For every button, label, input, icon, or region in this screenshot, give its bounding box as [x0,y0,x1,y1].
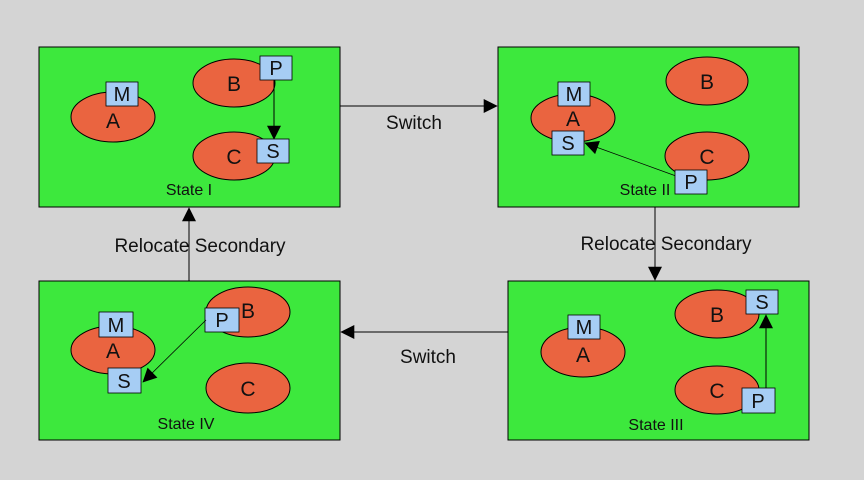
replica-secondary-label: S [755,292,768,314]
replica-master-label: M [566,84,583,106]
node-b-label: B [241,300,255,323]
replica-primary: P [741,387,776,414]
replica-move-arrow [584,140,677,177]
replica-secondary: S [107,367,142,394]
node-b-shape [192,58,276,108]
node-b-label: B [710,304,724,327]
replica-primary-label: P [215,310,228,332]
state-3-label: State III [628,417,683,434]
transition-label: Switch [400,347,456,368]
replica-master-label: M [108,315,125,337]
state-1-label: State I [166,182,212,199]
transition-label: Relocate Secondary [114,236,286,257]
state-2-label: State II [620,182,671,199]
transition-switch-1-to-2: Switch [340,99,498,134]
node-c: C [674,365,760,415]
state-4-label: State IV [158,416,215,433]
node-a: A [70,325,156,375]
node-c-label: C [709,380,724,403]
replica-secondary: S [256,138,290,164]
node-b: B [192,58,276,108]
replica-primary-label: P [269,58,282,80]
replica-primary: P [674,169,708,195]
node-c: C [664,131,750,181]
replica-master-label: M [114,84,131,106]
transition-relocate-2-to-3: Relocate Secondary [580,207,752,281]
replica-secondary-label: S [561,133,574,155]
replica-secondary: S [745,289,779,315]
node-c-label: C [226,146,241,169]
state-2-panel: A B C M S State II P [497,46,800,208]
node-a-label: A [566,108,580,131]
transition-label: Switch [386,113,442,134]
replica-secondary-label: S [117,371,130,393]
node-a-label: A [576,344,590,367]
node-b-label: B [700,71,714,94]
replica-master: M [105,81,139,107]
replica-primary-label: P [751,391,764,413]
node-a-label: A [106,110,120,133]
replica-master: M [557,81,591,107]
replica-primary-label: P [684,172,697,194]
node-b-shape [665,56,749,106]
state-1-panel: A B C M P S State I [38,46,341,208]
node-c-shape [205,362,291,414]
replica-secondary: S [551,130,585,156]
node-c: C [205,362,291,414]
node-c: C [192,131,276,181]
node-b: B [665,56,749,106]
replica-move-arrow [142,319,207,383]
transition-switch-3-to-4: Switch [340,325,508,368]
node-a: A [540,326,626,378]
node-b-label: B [227,73,241,96]
replica-primary: P [204,307,240,333]
state-4-panel: A B C M S P State IV [38,280,341,441]
node-c-label: C [240,378,255,401]
node-a: A [530,93,616,143]
state-3-panel: A B C M S P State III [507,280,810,441]
node-b: B [674,289,760,339]
transition-relocate-4-to-1: Relocate Secondary [114,207,286,281]
node-c-label: C [699,146,714,169]
transition-label: Relocate Secondary [580,234,752,255]
replica-master: M [98,311,134,338]
node-a-label: A [106,340,120,363]
replica-secondary-label: S [266,141,279,163]
replica-primary: P [259,55,293,81]
replica-master: M [567,314,601,340]
replica-master-label: M [576,317,593,339]
